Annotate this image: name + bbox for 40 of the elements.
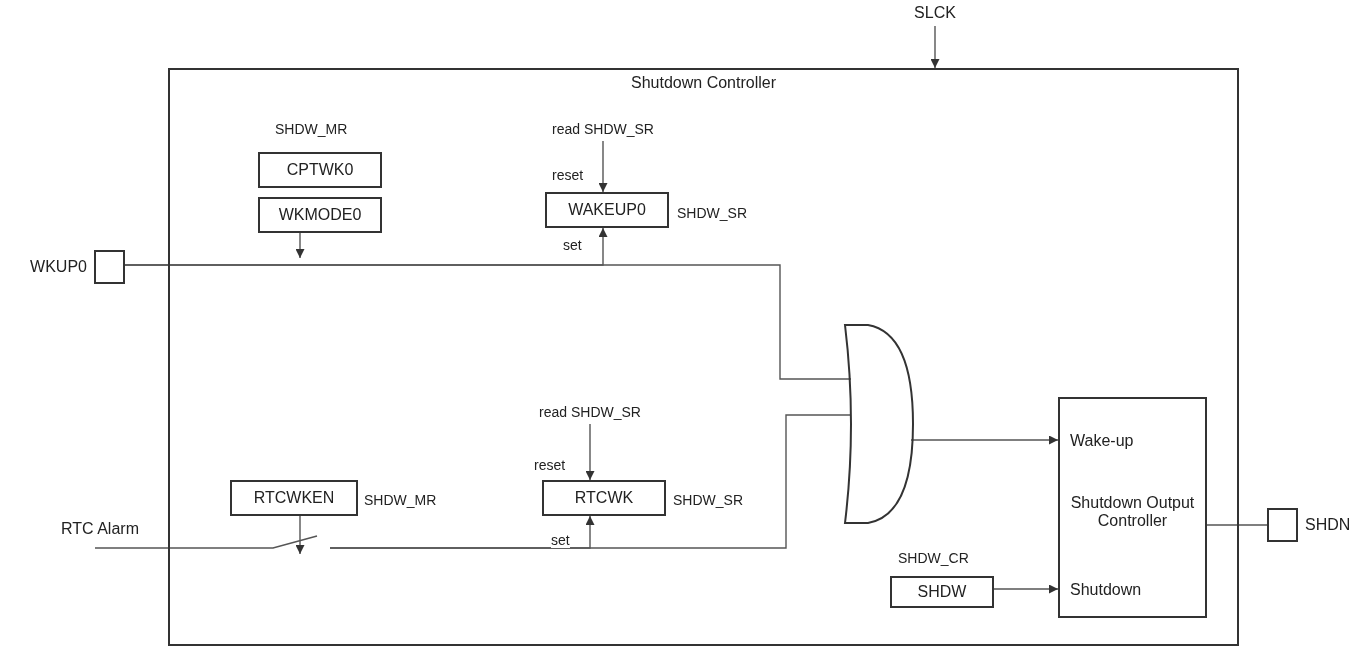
register-name: RTCWK [574, 489, 634, 507]
register-label: SHDW_SR [673, 492, 743, 508]
block-title: Shutdown Controller [630, 74, 777, 92]
register-label: SHDW_CR [898, 550, 969, 566]
register-label: SHDW_SR [677, 205, 747, 221]
signal-name: read SHDW_SR [538, 404, 642, 420]
signal-wire [585, 423, 595, 481]
register-name: WKMODE0 [278, 206, 362, 224]
signal-name: read SHDW_SR [551, 121, 655, 137]
signal-wire [930, 25, 940, 69]
signal-wire [993, 584, 1059, 594]
signal-wire [329, 414, 852, 549]
controller-block [168, 68, 1239, 646]
port-name: Wake-up [1070, 432, 1134, 450]
edge-label: set [563, 237, 582, 253]
signal-wire [124, 227, 608, 266]
register-name: SHDW [917, 583, 967, 601]
pin-name: WKUP0 [30, 258, 87, 276]
register-name: RTCWKEN [253, 489, 335, 507]
edge-label: reset [534, 457, 566, 473]
signal-wire [598, 140, 608, 193]
register-name: CPTWK0 [286, 161, 354, 179]
signal-name: SLCK [913, 4, 957, 22]
edge-label: set [551, 532, 570, 548]
signal-wire [1206, 524, 1268, 526]
signal-wire [295, 232, 305, 259]
edge-label: reset [552, 167, 584, 183]
signal-wire [910, 435, 1059, 445]
register-label: SHDW_MR [364, 492, 437, 508]
block-name: Shutdown Output Controller [1069, 494, 1196, 530]
register-name: WAKEUP0 [568, 201, 646, 219]
register-label: SHDW_MR [275, 121, 348, 137]
output-controller-box [1058, 397, 1207, 618]
signal-wire [295, 515, 305, 555]
pin-name: SHDN [1305, 516, 1351, 534]
port-name: Shutdown [1070, 581, 1142, 599]
signal-name: RTC Alarm [60, 520, 140, 538]
register-box [258, 152, 382, 188]
signal-wire [94, 547, 266, 549]
register-box [258, 197, 382, 233]
